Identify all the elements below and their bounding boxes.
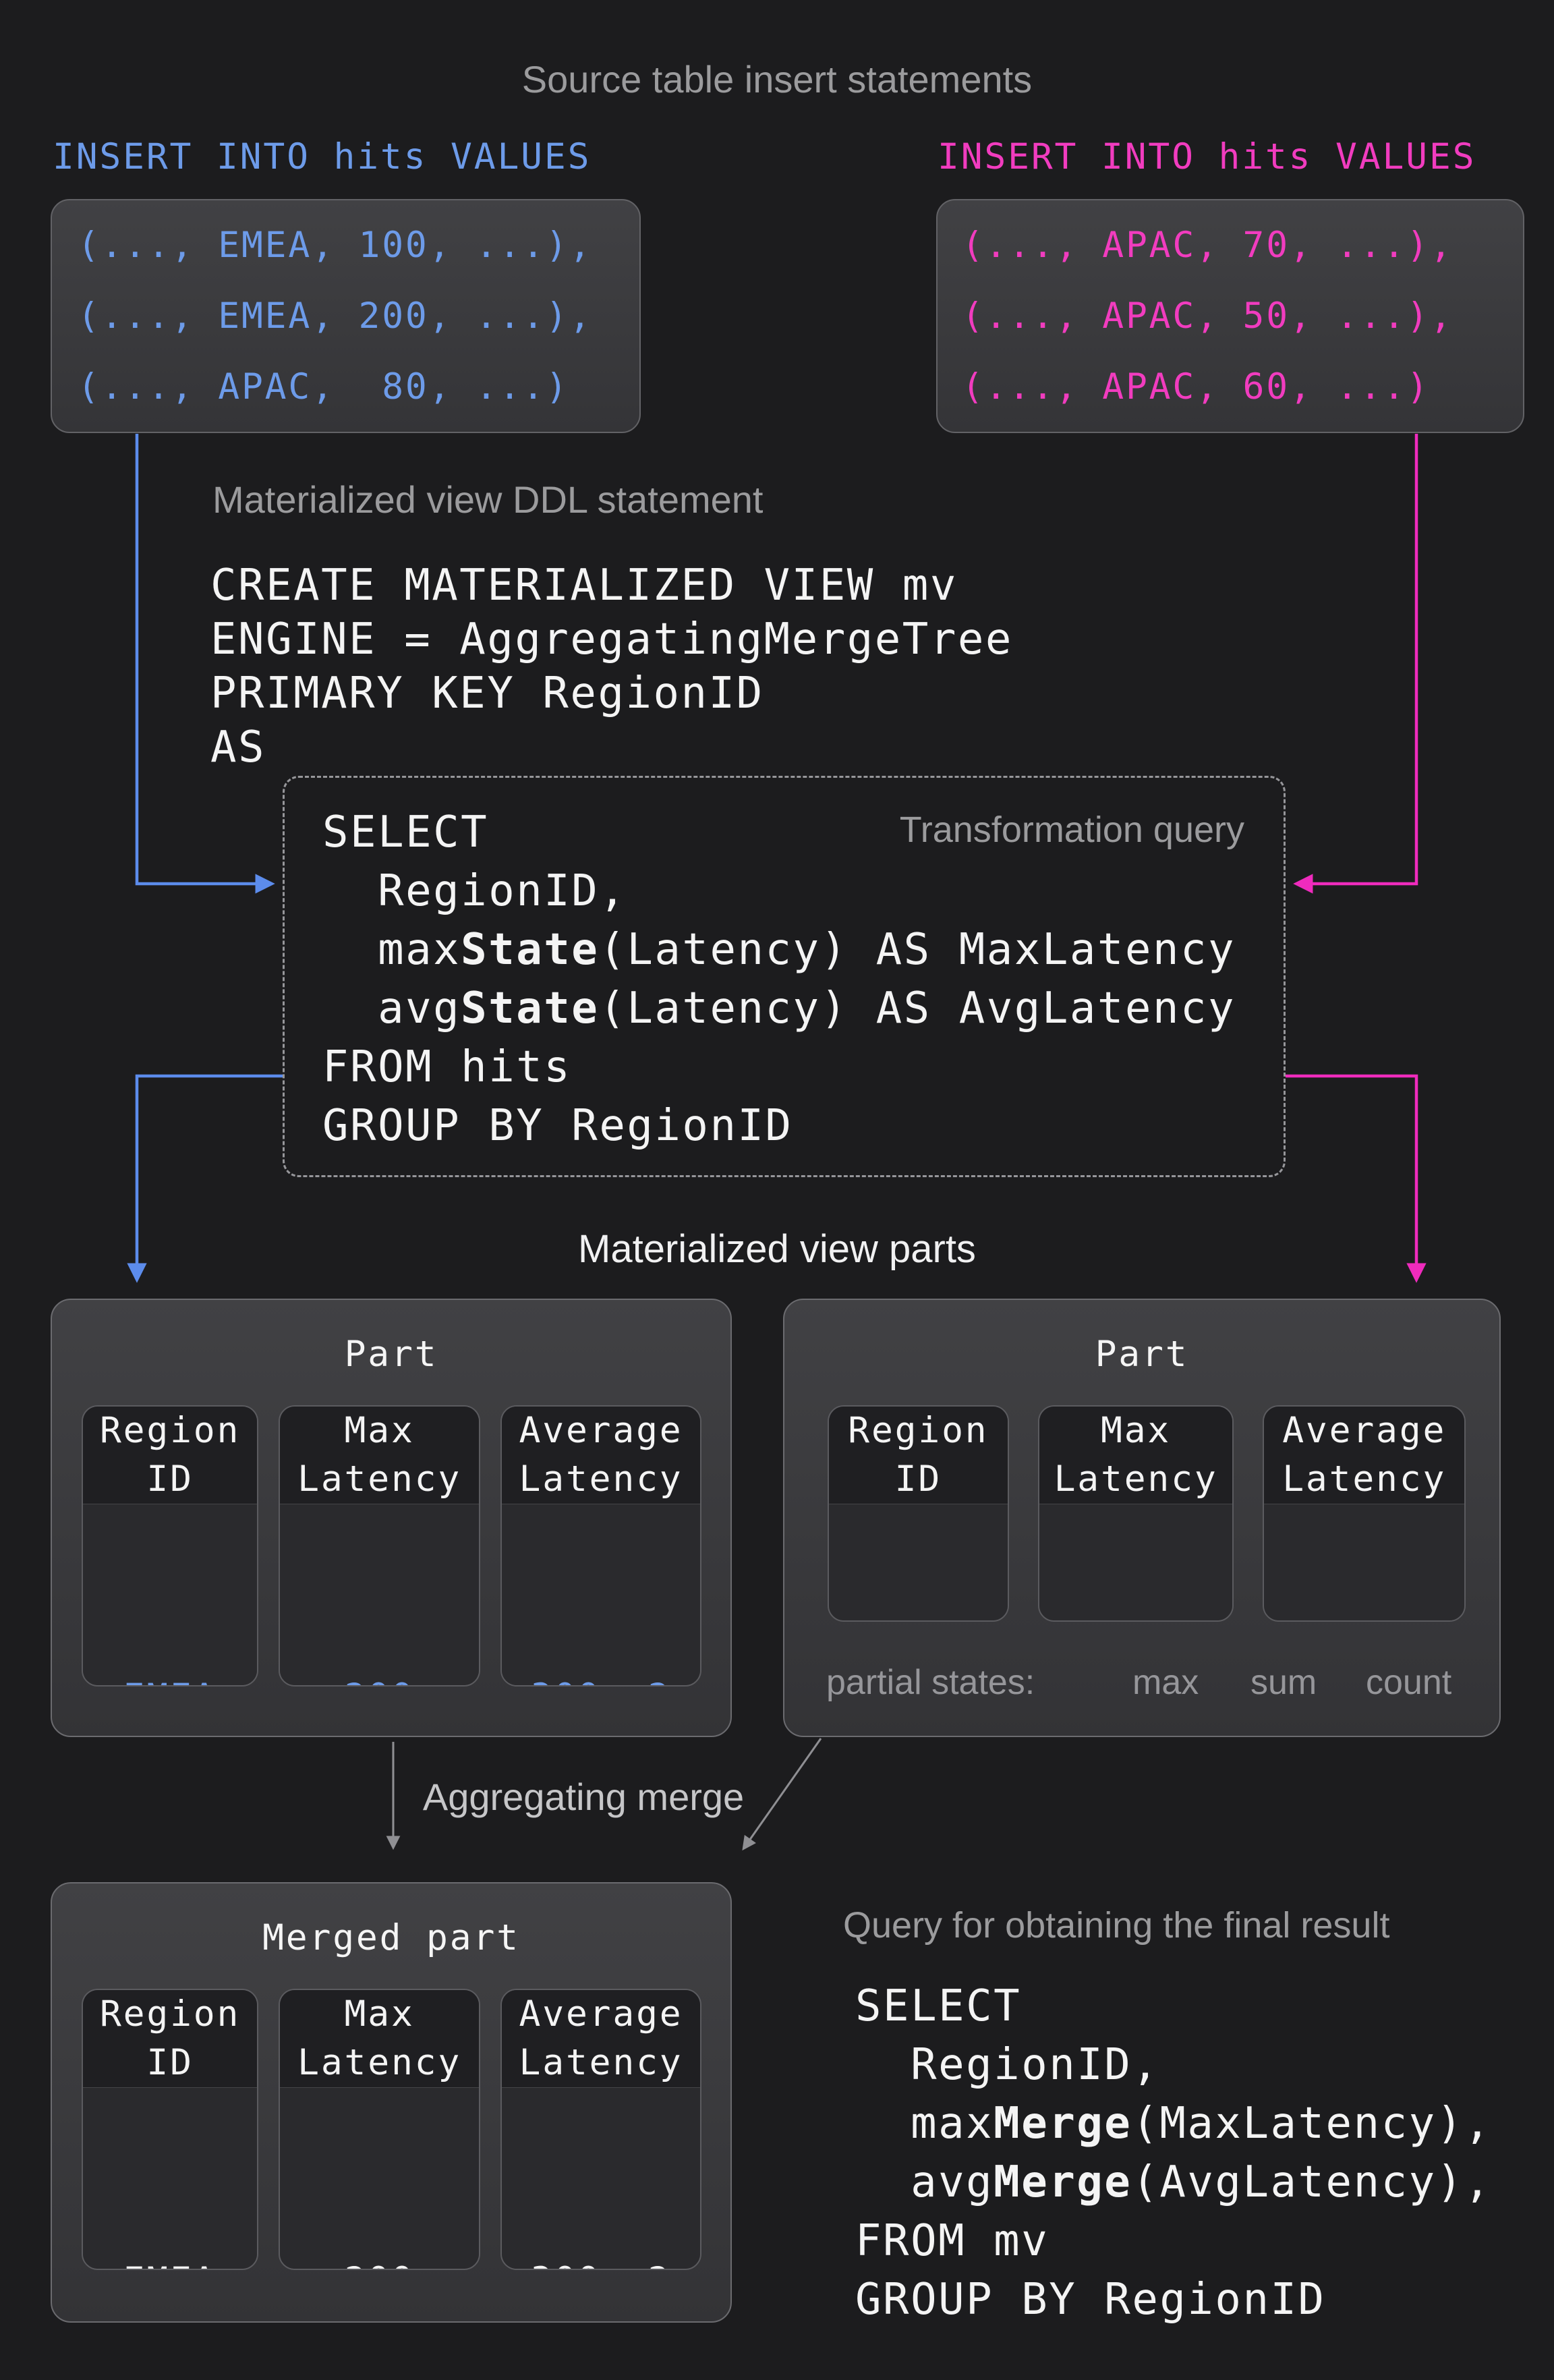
code-line: GROUP BY RegionID [855, 2271, 1492, 2329]
code-text-bold: State [461, 925, 600, 975]
transformation-query-box: Transformation query SELECT RegionID, ma… [283, 776, 1286, 1177]
arrow-insert-right-to-query [1293, 434, 1418, 894]
partial-state-count: count [1366, 1663, 1452, 1702]
code-line: SELECT [855, 1977, 1492, 2036]
insert-left-header: INSERT INTO hits VALUES [53, 136, 592, 177]
insert-left-row: (..., EMEA, 100, ...), [78, 225, 593, 266]
final-query-label: Query for obtaining the final result [843, 1905, 1390, 1946]
insert-left-box: (..., EMEA, 100, ...), (..., EMEA, 200, … [51, 199, 641, 433]
partial-states-label: partial states: [826, 1663, 1035, 1702]
code-text: (Latency) AS MaxLatency [599, 925, 1236, 975]
code-line: ENGINE = AggregatingMergeTree [210, 615, 1013, 664]
page-title: Source table insert statements [521, 58, 1033, 101]
code-text: FROM mv [855, 2216, 1049, 2266]
arrow-part-right-to-merged [742, 1738, 822, 1851]
column-max-latency: Max Latency 200 80 [279, 1405, 481, 1687]
insert-right-row: (..., APAC, 60, ...) [962, 366, 1431, 407]
code-line: PRIMARY KEY RegionID [210, 669, 764, 718]
code-text-bold: Merge [994, 2099, 1132, 2149]
column-header: Average Latency [1264, 1407, 1464, 1504]
code-line: FROM hits [322, 1038, 1236, 1097]
column-header: Average Latency [502, 1990, 700, 2088]
code-text: avg [855, 2157, 994, 2207]
cell-value: 200 [280, 1662, 479, 1685]
column-header: Max Latency [280, 1990, 480, 2088]
code-text: (AvgLatency), [1132, 2157, 1492, 2207]
cell-value: 300, 2 [502, 2246, 700, 2269]
code-text: max [322, 925, 461, 975]
column-header: Max Latency [280, 1407, 480, 1504]
code-line: FROM mv [855, 2212, 1492, 2271]
code-line: avgMerge(AvgLatency), [855, 2153, 1492, 2212]
column-region-id: Region ID EMEA APAC [82, 1989, 259, 2270]
code-text: max [855, 2099, 994, 2149]
part-box-right: Part Region ID APAC Max Latency 70 Avera… [783, 1299, 1501, 1737]
final-query-code-block: SELECT RegionID, maxMerge(MaxLatency), a… [855, 1977, 1492, 2329]
insert-left-row: (..., APAC, 80, ...) [78, 366, 569, 407]
column-header: Region ID [83, 1407, 258, 1504]
code-text: RegionID, [855, 2040, 1160, 2090]
code-line: CREATE MATERIALIZED VIEW mv [210, 561, 958, 611]
column-header: Region ID [83, 1990, 258, 2088]
insert-right-row: (..., APAC, 50, ...), [962, 295, 1454, 337]
code-text: (MaxLatency), [1132, 2099, 1492, 2149]
insert-left-row: (..., EMEA, 200, ...), [78, 295, 593, 337]
code-line: RegionID, [322, 862, 1236, 921]
code-text: avg [322, 984, 461, 1033]
code-line: avgState(Latency) AS AvgLatency [322, 980, 1236, 1038]
code-text: FROM hits [322, 1042, 572, 1092]
code-line: AS [210, 722, 266, 772]
column-header: Max Latency [1039, 1407, 1233, 1504]
arrow-insert-left-to-query [135, 434, 275, 894]
merged-part-box: Merged part Region ID EMEA APAC Max Late… [51, 1882, 732, 2323]
transformation-code-block: SELECT RegionID, maxState(Latency) AS Ma… [322, 803, 1236, 1156]
code-text: SELECT [855, 1981, 1022, 2031]
cell-value: EMEA [83, 1662, 257, 1685]
aggregating-merge-label: Aggregating merge [422, 1776, 745, 1818]
column-average-latency: Average Latency 180, 3 [1263, 1405, 1466, 1622]
column-max-latency: Max Latency 200 80 [279, 1989, 481, 2270]
code-line: SELECT [322, 803, 1236, 862]
column-max-latency: Max Latency 70 [1037, 1405, 1234, 1622]
column-average-latency: Average Latency 300, 2 80, 1 [500, 1405, 701, 1687]
column-header: Region ID [829, 1407, 1008, 1504]
ddl-code-block: CREATE MATERIALIZED VIEW mv ENGINE = Agg… [210, 559, 1013, 774]
partial-state-max: max [1132, 1663, 1199, 1702]
insert-right-header: INSERT INTO hits VALUES [938, 136, 1476, 177]
transformation-query-label: Transformation query [899, 810, 1244, 850]
part-title: Part [344, 1334, 438, 1375]
arrow-query-to-part-right [1286, 1074, 1427, 1283]
partial-state-sum: sum [1250, 1663, 1317, 1702]
code-text-bold: Merge [994, 2157, 1132, 2207]
code-text: RegionID, [322, 866, 627, 916]
insert-right-row: (..., APAC, 70, ...), [962, 225, 1454, 266]
column-header: Average Latency [502, 1407, 700, 1504]
code-line: maxMerge(MaxLatency), [855, 2095, 1492, 2153]
cell-value: EMEA [83, 2246, 257, 2269]
mv-parts-title: Materialized view parts [578, 1227, 976, 1271]
code-line: maxState(Latency) AS MaxLatency [322, 921, 1236, 980]
code-line: GROUP BY RegionID [322, 1097, 1236, 1156]
column-region-id: Region ID EMEA APAC [82, 1405, 259, 1687]
column-average-latency: Average Latency 300, 2 260, 4 [500, 1989, 701, 2270]
code-line: RegionID, [855, 2036, 1492, 2095]
code-text: (Latency) AS AvgLatency [599, 984, 1236, 1033]
part-title: Part [1095, 1334, 1189, 1375]
code-text: GROUP BY RegionID [322, 1101, 793, 1151]
cell-value: 300, 2 [502, 1662, 700, 1685]
code-text: GROUP BY RegionID [855, 2275, 1326, 2325]
column-region-id: Region ID APAC [828, 1405, 1009, 1622]
ddl-label: Materialized view DDL statement [212, 478, 764, 521]
part-box-left: Part Region ID EMEA APAC Max Latency 200… [51, 1299, 732, 1737]
cell-value: 200 [280, 2246, 479, 2269]
code-text-bold: State [461, 984, 600, 1033]
merged-part-title: Merged part [262, 1917, 520, 1958]
arrow-query-to-part-left [127, 1074, 283, 1283]
code-text: SELECT [322, 808, 489, 857]
insert-right-box: (..., APAC, 70, ...), (..., APAC, 50, ..… [936, 199, 1524, 433]
